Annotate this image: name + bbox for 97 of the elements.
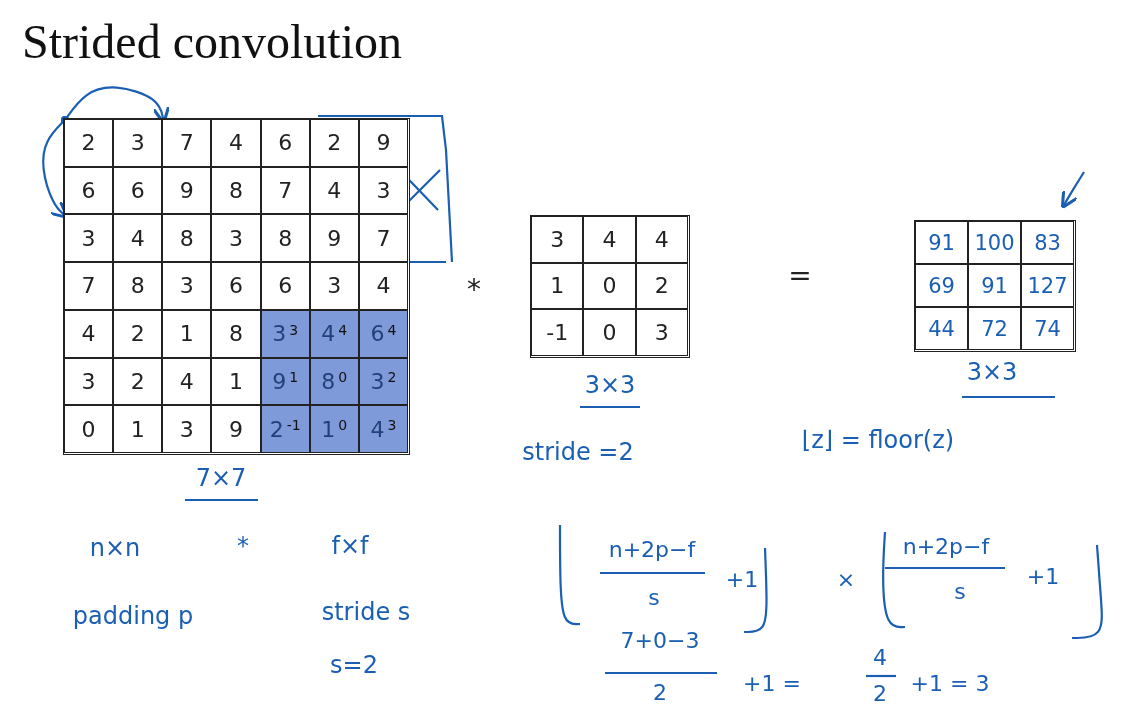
convolution-operator: * — [237, 534, 249, 558]
matrix-cell: 3$^{2}$ — [358, 357, 408, 406]
matrix-cell: 8 — [211, 309, 261, 358]
plus-one: +1 — [725, 569, 759, 591]
size-note: 3×3 — [966, 360, 1018, 384]
matrix-cell: 8 — [211, 166, 261, 215]
matrix-cell: 83 — [1021, 221, 1074, 264]
matrix-cell: 6 — [260, 262, 310, 310]
size-note: 7×7 — [195, 466, 247, 490]
matrix-cell: 6 — [64, 166, 114, 215]
times-sign: × — [836, 569, 856, 591]
plus-equals: +1 = — [743, 673, 801, 695]
matrix-cell: 4 — [635, 216, 688, 263]
matrix-cell: 2 — [309, 119, 359, 167]
matrix-cell: 2 — [113, 309, 163, 358]
matrix-cell: 4 — [162, 357, 212, 406]
size-note: 3×3 — [584, 373, 636, 397]
denominator: s — [954, 581, 966, 603]
matrix-cell: 4 — [583, 216, 636, 263]
numerator: 4 — [873, 647, 887, 669]
matrix-cell: 4 — [358, 262, 408, 310]
matrix-cell: 0 — [583, 262, 636, 310]
matrix-cell: 0 — [583, 309, 636, 356]
denominator: s — [648, 587, 660, 609]
stride-note: stride =2 — [522, 440, 634, 464]
matrix-cell: 2 — [635, 262, 688, 310]
matrix-cell: 8 — [113, 262, 163, 310]
matrix-grid — [530, 215, 690, 358]
matrix-cell: 9 — [162, 166, 212, 215]
equals-sign: = — [788, 262, 812, 290]
matrix-cell: 74 — [1021, 307, 1074, 350]
matrix-cell: 3 — [309, 262, 359, 310]
plus-one: +1 — [1026, 566, 1060, 588]
matrix-cell: 1 — [113, 405, 163, 453]
numerator: 7+0−3 — [620, 630, 700, 652]
matrix-cell: 2 — [113, 357, 163, 406]
matrix-cell: 72 — [968, 307, 1021, 350]
matrix-cell: -1 — [531, 309, 584, 356]
matrix-cell: 6 — [113, 166, 163, 215]
matrix-cell: 91 — [915, 221, 968, 264]
matrix-cell: 1$^{0}$ — [309, 405, 359, 453]
numerator: n+2p−f — [608, 539, 696, 561]
matrix-cell: 44 — [915, 307, 968, 350]
matrix-cell: 0 — [64, 405, 114, 453]
stride-value: s=2 — [330, 653, 378, 677]
denominator: 2 — [873, 683, 887, 705]
matrix-cell: 6 — [260, 119, 310, 167]
matrix-cell: 3 — [113, 119, 163, 167]
matrix-cell: 1 — [211, 357, 261, 406]
convolution-operator: * — [467, 276, 481, 304]
matrix-cell: 3 — [358, 166, 408, 215]
matrix-cell: 3 — [162, 405, 212, 453]
matrix-cell: 4 — [113, 214, 163, 263]
result: +1 = 3 — [910, 673, 990, 695]
padding-note: padding p — [72, 604, 194, 628]
matrix-cell: 91 — [968, 264, 1021, 307]
matrix-cell: 7 — [260, 166, 310, 215]
denominator: 2 — [653, 682, 667, 704]
matrix-cell: 8$^{0}$ — [309, 357, 359, 406]
matrix-cell: 9 — [309, 214, 359, 263]
floor-definition: ⌊z⌋ = floor(z) — [801, 428, 955, 452]
matrix-cell: 7 — [64, 262, 114, 310]
matrix-cell: 9 — [211, 405, 261, 453]
matrix-cell: 9$^{1}$ — [260, 357, 310, 406]
matrix-cell: 6$^{4}$ — [358, 309, 408, 358]
matrix-cell: 3 — [162, 262, 212, 310]
matrix-cell: 69 — [915, 264, 968, 307]
matrix-cell: 3 — [64, 214, 114, 263]
stride-note: stride s — [321, 600, 411, 624]
matrix-cell: 1 — [531, 262, 584, 310]
input-size: n×n — [89, 536, 141, 560]
matrix-cell: 1 — [162, 309, 212, 358]
title: Strided convolution — [22, 14, 402, 69]
matrix-cell: 3 — [211, 214, 261, 263]
matrix-cell: 8 — [260, 214, 310, 263]
numerator: n+2p−f — [902, 536, 990, 558]
matrix-cell: 7 — [162, 119, 212, 167]
matrix-cell: 4 — [309, 166, 359, 215]
matrix-cell: 4$^{4}$ — [309, 309, 359, 358]
matrix-cell: 2 — [64, 119, 114, 167]
matrix-cell: 4$^{3}$ — [358, 405, 408, 453]
matrix-cell: 3$^{3}$ — [260, 309, 310, 358]
matrix-cell: 3 — [635, 309, 688, 356]
matrix-cell: 3 — [531, 216, 584, 263]
matrix-cell: 7 — [358, 214, 408, 263]
matrix-cell: 9 — [358, 119, 408, 167]
matrix-cell: 4 — [211, 119, 261, 167]
matrix-grid — [914, 220, 1076, 352]
matrix-grid — [63, 118, 410, 455]
matrix-cell: 4 — [64, 309, 114, 358]
matrix-cell: 6 — [211, 262, 261, 310]
matrix-cell: 3 — [64, 357, 114, 406]
filter-size: f×f — [331, 534, 369, 558]
matrix-cell: 8 — [162, 214, 212, 263]
matrix-cell: 127 — [1021, 264, 1074, 307]
matrix-cell: 2$^{-1}$ — [260, 405, 310, 453]
matrix-cell: 100 — [968, 221, 1021, 264]
